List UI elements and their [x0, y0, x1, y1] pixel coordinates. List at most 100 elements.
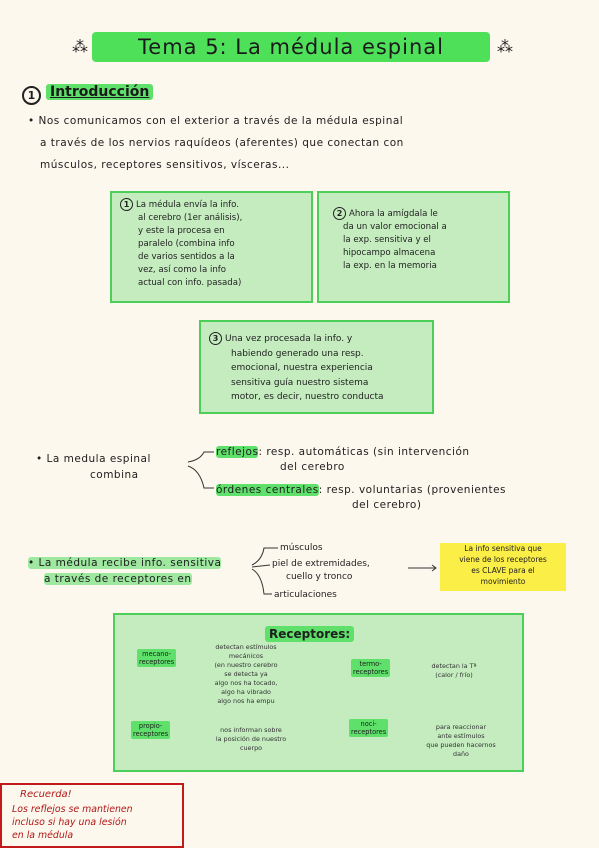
ordenes-text-2: del cerebro)	[352, 499, 422, 511]
recuerda-line: incluso si hay una lesión	[12, 817, 127, 828]
box2-line: Ahora la amígdala le	[349, 209, 438, 219]
box1-line: al cerebro (1er análisis),	[138, 213, 243, 223]
note-line: La info sensitiva que	[464, 544, 542, 553]
ordenes-label: órdenes centrales	[216, 484, 319, 496]
box3-number: 3	[209, 332, 222, 345]
combina-line-1: • La medula espinal	[36, 453, 151, 465]
box1-line: La médula envía la info.	[136, 200, 240, 210]
branch-arrow-musculos	[251, 547, 278, 566]
intro-line-3: músculos, receptores sensitivos, víscera…	[40, 159, 290, 171]
arrow-head-note	[431, 564, 437, 572]
box3-line: habiendo generado una resp.	[231, 348, 364, 359]
box2-line: la exp. sensitiva y el	[343, 235, 431, 245]
tag-line: propio-	[138, 722, 163, 730]
reflejos-text-2: del cerebro	[280, 461, 345, 473]
box1-line: paralelo (combina info	[138, 239, 235, 249]
box3-line: motor, es decir, nuestro conducta	[231, 392, 384, 402]
section-number: 1	[22, 86, 41, 105]
tag-line: receptores	[351, 728, 387, 736]
noci-desc: para reaccionar ante estímulos que puede…	[419, 723, 503, 759]
recuerda-line: en la médula	[12, 830, 74, 841]
desc-line: ante estímulos	[437, 732, 485, 740]
box1-line: vez, así como la info	[138, 265, 227, 275]
desc-line: algo ha vibrado	[221, 688, 271, 696]
tag-line: noci-	[360, 720, 377, 728]
ordenes-row: órdenes centrales: resp. voluntarias (pr…	[216, 482, 506, 498]
page-title: Tema 5: La médula espinal	[92, 32, 490, 62]
desc-line: la posición de nuestro	[215, 735, 287, 743]
propio-desc: nos informan sobre la posición de nuestr…	[201, 726, 301, 753]
desc-line: nos informan sobre	[220, 726, 282, 734]
desc-line: para reaccionar	[435, 723, 487, 731]
box1-line: de varios sentidos a la	[138, 252, 235, 262]
box2-line: da un valor emocional a	[343, 222, 447, 232]
noci-tag: noci- receptores	[349, 719, 389, 737]
recibe-text-1: • La médula recibe info. sensitiva	[28, 557, 222, 569]
box3-line: sensitiva guía nuestro sistema	[231, 377, 369, 388]
reflejos-label: reflejos	[216, 446, 259, 458]
branch-arrow-articulaciones	[251, 568, 272, 595]
note-line: movimiento	[480, 577, 526, 586]
termo-tag: termo- receptores	[351, 659, 391, 677]
box2-line: hipocampo almacena	[343, 248, 436, 258]
reflejos-row: reflejos: resp. automáticas (sin interve…	[216, 444, 470, 460]
branch-piel-2: cuello y tronco	[286, 572, 353, 582]
recuerda-line: Los reflejos se mantienen	[12, 804, 133, 815]
box2-number: 2	[333, 207, 346, 220]
tag-line: mecano-	[142, 650, 172, 658]
tag-line: receptores	[353, 668, 389, 676]
branch-arrow-piel	[251, 564, 271, 568]
desc-line: (en nuestro cerebro	[214, 661, 278, 669]
desc-line: cuerpo	[239, 744, 263, 752]
recuerda-title: Recuerda!	[20, 789, 72, 800]
tag-line: receptores	[139, 658, 175, 666]
termo-desc: detectan la Tª (calor / frío)	[419, 662, 489, 680]
branch-musculos: músculos	[280, 543, 323, 553]
branch-articulaciones: articulaciones	[274, 590, 337, 600]
note-line: es CLAVE para el	[471, 566, 535, 575]
intro-line-1: • Nos comunicamos con el exterior a trav…	[28, 115, 404, 127]
desc-line: detectan la Tª	[431, 662, 477, 670]
box1-line: actual con info. pasada)	[138, 278, 242, 288]
intro-line-2: a través de los nervios raquídeos (afere…	[40, 137, 404, 149]
desc-line: se detecta ya	[224, 670, 268, 678]
recibe-line-2: a través de receptores en	[44, 571, 192, 587]
box3-line: Una vez procesada la info. y	[225, 334, 353, 344]
clave-note: La info sensitiva que viene de los recep…	[440, 543, 566, 591]
mecano-desc: detectan estímulos mecánicos (en nuestro…	[191, 643, 301, 706]
propio-tag: propio- receptores	[131, 721, 171, 739]
mecano-tag: mecano- receptores	[137, 649, 177, 667]
section-heading: Introducción	[46, 84, 154, 100]
recibe-text-2: a través de receptores en	[44, 573, 192, 585]
title-decoration-left: ⁂	[72, 37, 88, 56]
recuerda-text: Los reflejos se mantienen incluso si hay…	[12, 803, 133, 842]
desc-line: (calor / frío)	[435, 671, 473, 679]
recuerda-box: Recuerda! Los reflejos se mantienen incl…	[0, 783, 184, 848]
tag-line: receptores	[133, 730, 169, 738]
recibe-line-1: • La médula recibe info. sensitiva	[28, 555, 222, 571]
desc-line: algo nos ha tocado,	[214, 679, 278, 687]
box1-line: y este la procesa en	[138, 226, 225, 236]
desc-line: mecánicos	[228, 652, 264, 660]
combina-line-2: combina	[90, 469, 139, 481]
desc-line: detectan estímulos	[215, 643, 277, 651]
desc-line: daño	[453, 750, 469, 758]
title-decoration-right: ⁂	[497, 37, 513, 56]
box3-line: emocional, nuestra experiencia	[231, 363, 373, 373]
note-line: viene de los receptores	[459, 555, 547, 564]
branch-piel: piel de extremidades,	[272, 559, 370, 569]
receptores-box: Receptores: mecano- receptores detectan …	[113, 613, 524, 772]
receptores-title: Receptores:	[265, 626, 355, 642]
branch-arrow-reflejos	[187, 451, 214, 463]
branch-arrow-ordenes	[187, 465, 214, 489]
box1-number: 1	[120, 198, 133, 211]
reflejos-text: : resp. automáticas (sin intervención	[258, 446, 470, 458]
desc-line: que pueden hacernos	[426, 741, 496, 749]
ordenes-text: : resp. voluntarias (provenientes	[318, 484, 507, 496]
